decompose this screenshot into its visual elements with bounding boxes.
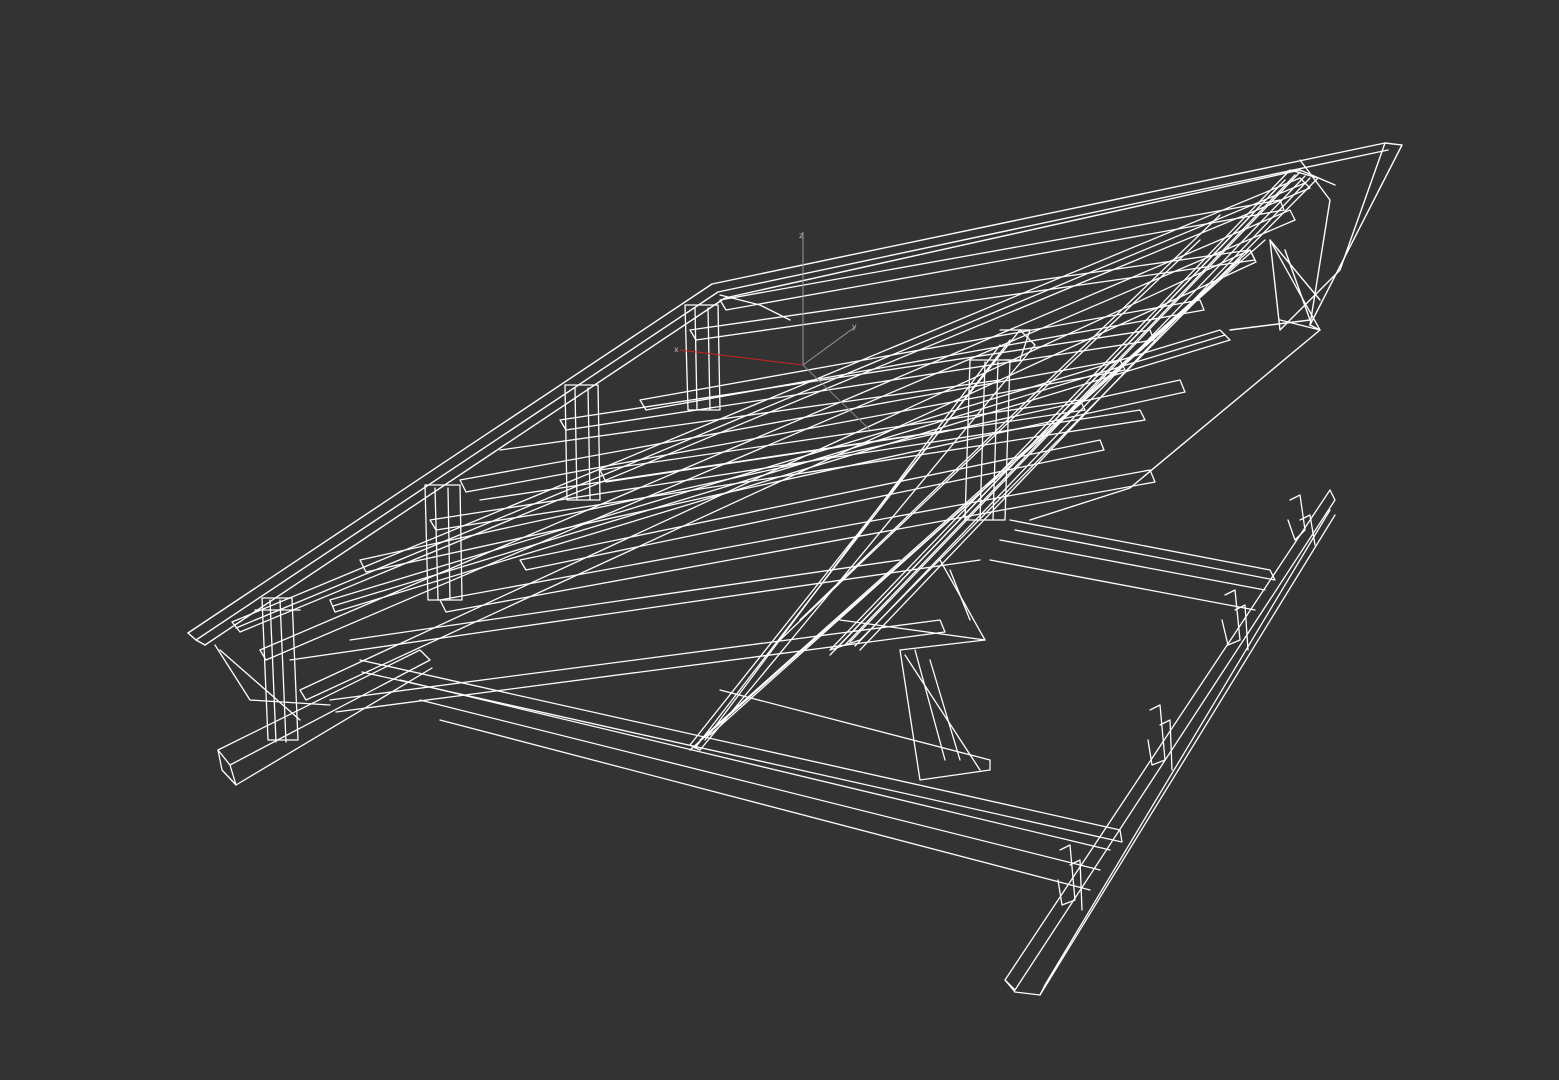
base-rail-right (1004, 489, 1336, 996)
vertical-posts (254, 304, 1031, 743)
x-axis-label: x (674, 345, 679, 354)
y-axis-line (802, 326, 856, 366)
support-arms (359, 519, 1276, 891)
y-axis-label: y (852, 322, 857, 331)
x-axis-extension (802, 364, 871, 431)
roof-beams (231, 177, 1311, 713)
base-tube-left (217, 649, 433, 786)
rail-brackets (1057, 494, 1316, 911)
axis-gizmo: z y x (674, 231, 871, 431)
diagonal-purlins (689, 169, 1319, 751)
panel-outline (187, 142, 1403, 646)
x-axis-line (679, 349, 804, 366)
z-axis-label: z (799, 231, 803, 240)
truss-braces (214, 239, 1321, 781)
